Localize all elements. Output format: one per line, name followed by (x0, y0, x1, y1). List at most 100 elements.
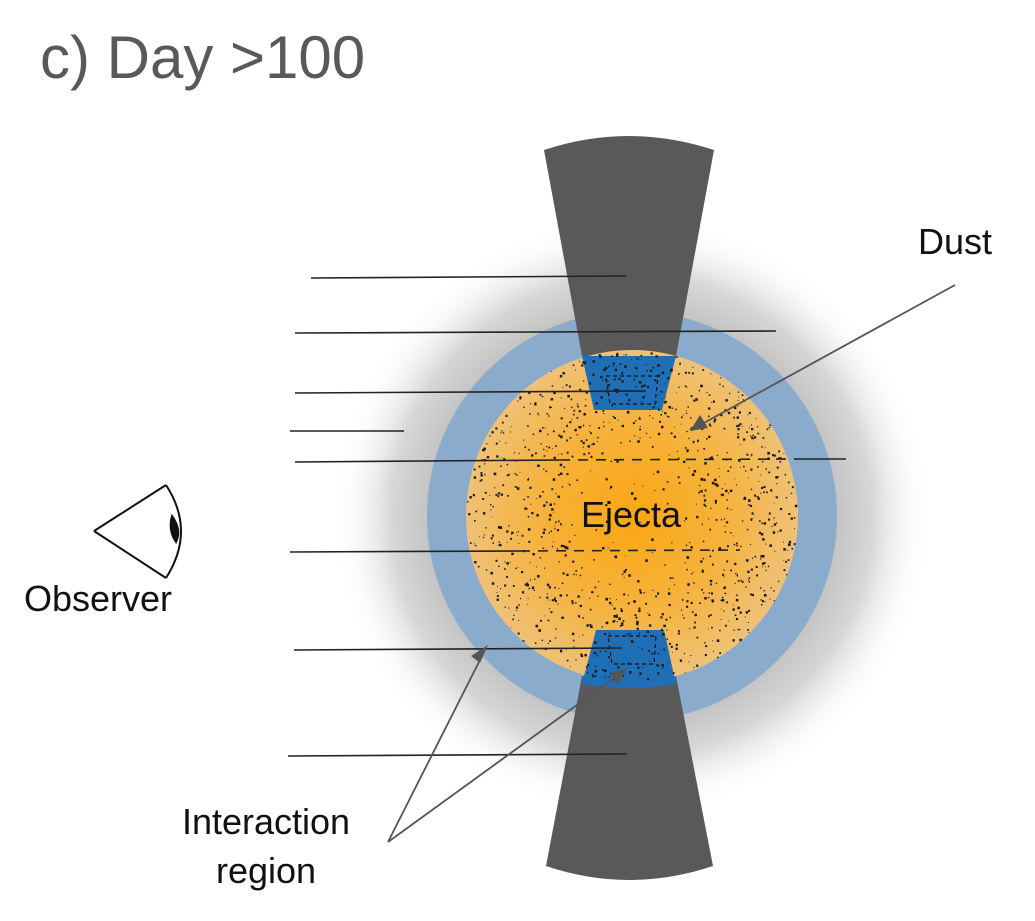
dust-speck (612, 362, 615, 365)
dust-speck (544, 615, 546, 617)
dust-speck (657, 664, 660, 667)
dust-speck (696, 664, 699, 667)
dust-speck (642, 666, 644, 668)
dust-speck (527, 598, 529, 599)
dust-speck (763, 491, 765, 494)
dust-speck (620, 609, 623, 612)
dust-speck (534, 403, 537, 406)
dust-speck (582, 617, 584, 619)
dust-speck (701, 588, 703, 591)
dust-speck (688, 371, 690, 374)
dust-speck (540, 536, 543, 538)
dust-speck (770, 587, 772, 589)
dust-speck (664, 564, 666, 566)
dust-speck (700, 384, 703, 388)
dust-speck (692, 440, 695, 443)
dust-speck (710, 456, 713, 459)
dust-speck (787, 549, 789, 551)
dust-speck (691, 611, 694, 613)
dust-speck (720, 494, 722, 496)
dust-speck (554, 528, 556, 530)
dust-speck (490, 537, 493, 540)
dust-speck (500, 493, 503, 496)
dust-speck (604, 379, 606, 381)
dust-speck (557, 495, 560, 498)
dust-speck (701, 523, 703, 525)
dust-speck (737, 628, 740, 631)
dust-speck (758, 481, 760, 482)
dust-speck (692, 442, 694, 444)
dust-speck (783, 453, 785, 454)
observer-label: Observer (24, 578, 172, 619)
dust-speck (577, 405, 579, 408)
dust-speck (485, 527, 487, 529)
dust-speck (582, 446, 584, 448)
dust-speck (549, 406, 552, 409)
dust-speck (511, 552, 514, 556)
sight-line (293, 647, 623, 651)
dust-speck (704, 462, 707, 465)
dust-speck (518, 620, 520, 621)
dust-speck (685, 517, 688, 520)
dust-speck (531, 454, 534, 457)
dust-speck (661, 425, 664, 428)
dust-speck (764, 446, 766, 448)
dust-speck (685, 412, 688, 415)
dust-speck (543, 448, 545, 450)
sight-line-dashed (559, 458, 801, 461)
dust-speck (718, 468, 720, 469)
dust-speck (787, 559, 790, 561)
dust-speck (592, 676, 594, 678)
dust-particles (467, 352, 798, 682)
dust-speck (671, 542, 673, 544)
dust-speck (651, 652, 653, 655)
dust-speck (662, 488, 665, 491)
dust-speck (564, 546, 567, 549)
dust-speck (721, 599, 725, 602)
dust-speck (750, 593, 752, 596)
dust-speck (500, 465, 502, 467)
dust-speck (559, 463, 563, 467)
dust-speck (655, 595, 657, 598)
dust-speck (739, 638, 743, 642)
dust-speck (616, 621, 618, 623)
dust-speck (575, 574, 577, 576)
dust-speck (576, 417, 579, 419)
dust-speck (584, 404, 587, 407)
dust-speck (639, 428, 641, 431)
dust-speck (704, 489, 707, 492)
dust-speck (663, 648, 666, 651)
dust-speck (684, 520, 686, 522)
dust-speck (743, 399, 744, 400)
dust-speck (495, 493, 498, 496)
dust-speck (483, 447, 486, 451)
dust-speck (517, 567, 519, 568)
dust-speck (572, 640, 575, 642)
dust-speck (594, 675, 597, 677)
dust-speck (747, 578, 749, 580)
dust-speck (708, 592, 710, 594)
sight-line (294, 390, 647, 394)
dust-speck (610, 486, 613, 489)
dust-speck (546, 583, 550, 586)
dust-speck (757, 466, 759, 468)
dust-speck (548, 599, 550, 601)
dust-speck (690, 395, 693, 398)
dust-speck (784, 473, 786, 476)
dust-speck (579, 604, 582, 608)
dust-speck (582, 634, 584, 636)
dust-speck (765, 543, 767, 545)
dust-speck (776, 483, 778, 485)
dust-speck (740, 545, 742, 548)
dust-speck (648, 614, 651, 617)
dust-speck (702, 569, 704, 571)
dust-speck (526, 584, 529, 587)
dust-speck (604, 676, 606, 678)
dust-speck (673, 435, 676, 438)
dust-speck (701, 428, 704, 431)
dust-speck (652, 552, 653, 553)
dust-speck (749, 504, 753, 507)
dust-speck (612, 542, 614, 544)
dust-speck (724, 624, 727, 627)
dust-speck (693, 626, 696, 629)
